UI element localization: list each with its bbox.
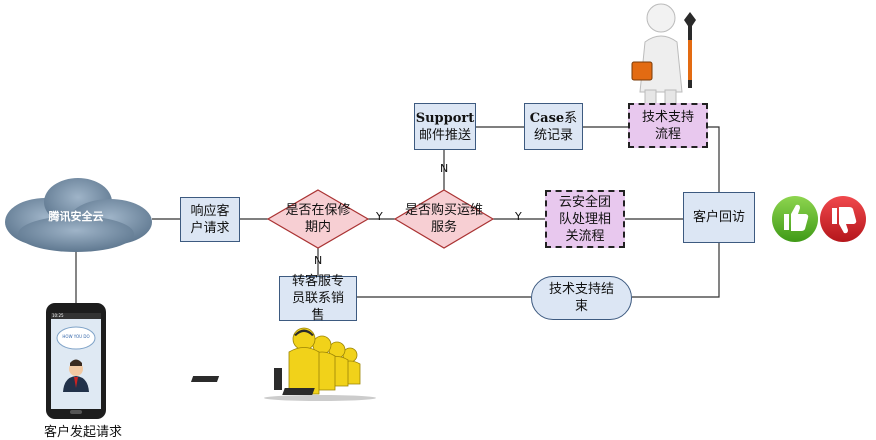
smartphone-icon [46, 303, 106, 419]
support-subtitle: 邮件推送 [418, 127, 471, 143]
case-subtitle: 统记录 [533, 127, 573, 143]
edge-label-n-bought: N [440, 162, 449, 175]
edge-label-y-warranty: Y [376, 210, 383, 223]
phone-bubble-text: HOW YOU DO [62, 334, 90, 339]
case-record-node[interactable]: Case系 统记录 [524, 103, 583, 150]
customer-revisit-node[interactable]: 客户回访 [683, 192, 755, 243]
thumbs-down-icon [820, 196, 866, 242]
case-title: Case系 [529, 110, 578, 126]
warranty-decision-label[interactable]: 是否在保修期内 [285, 203, 351, 235]
edge-revisit-end [632, 243, 720, 298]
support-email-node[interactable]: Support 邮件推送 [414, 103, 476, 150]
edge-tech-revisit [708, 126, 720, 192]
phone-caption: 客户发起请求 [44, 425, 123, 440]
technician-icon [631, 3, 696, 105]
security-team-node[interactable]: 云安全团队处理相关流程 [545, 190, 625, 248]
call-center-agents-icon [190, 327, 376, 401]
phone-time: 10:25 [52, 313, 64, 318]
connectors [75, 126, 720, 303]
cloud-label: 腾讯安全云 [48, 209, 104, 223]
respond-request-node[interactable]: 响应客户请求 [180, 197, 240, 242]
transfer-sales-node[interactable]: 转客服专员联系销售 [279, 274, 357, 323]
bought-service-decision-label[interactable]: 是否购买运维服务 [404, 203, 483, 235]
edge-label-y-bought: Y [515, 210, 522, 223]
support-title: Support [415, 110, 475, 126]
cloud-icon [5, 178, 152, 252]
decision-warranty-shape [266, 189, 370, 249]
support-end-node[interactable]: 技术支持结束 [531, 276, 632, 320]
thumbs-up-icon [772, 196, 818, 242]
edge-label-n-warranty: N [314, 254, 323, 267]
tech-support-flow-node[interactable]: 技术支持流程 [628, 103, 708, 148]
decision-bought-shape [393, 189, 495, 249]
